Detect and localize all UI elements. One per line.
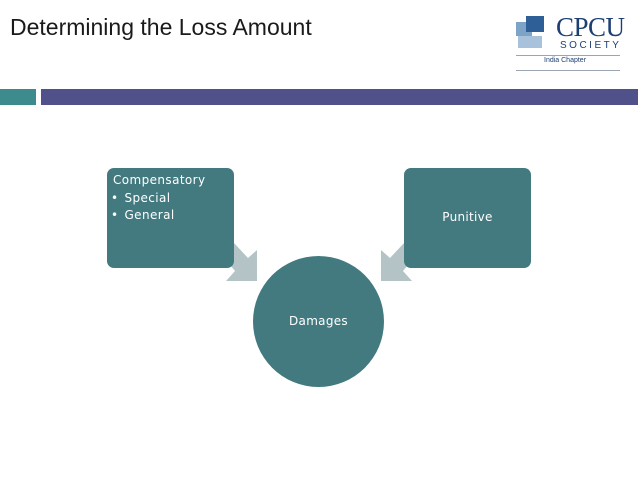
slide-title: Determining the Loss Amount — [10, 14, 312, 40]
logo-divider — [516, 70, 620, 71]
node-compensatory-heading: Compensatory — [113, 173, 206, 187]
list-item: General — [111, 207, 175, 224]
node-punitive: Punitive — [404, 168, 531, 268]
list-item: Special — [111, 190, 175, 207]
logo-text: CPCU — [556, 12, 625, 42]
accent-bar-right — [41, 89, 638, 105]
node-damages: Damages — [253, 256, 384, 387]
cpcu-logo: CPCU SOCIETY India Chapter — [512, 10, 630, 76]
node-punitive-label: Punitive — [442, 210, 493, 224]
node-damages-label: Damages — [289, 314, 348, 328]
logo-chapter: India Chapter — [544, 57, 587, 64]
accent-bar-left — [0, 89, 36, 105]
logo-subtext: SOCIETY — [560, 40, 622, 51]
logo-mark-icon — [516, 16, 552, 48]
logo-divider — [516, 55, 620, 56]
compensatory-list: Special General — [111, 190, 175, 224]
node-compensatory: Compensatory Special General — [107, 168, 234, 268]
